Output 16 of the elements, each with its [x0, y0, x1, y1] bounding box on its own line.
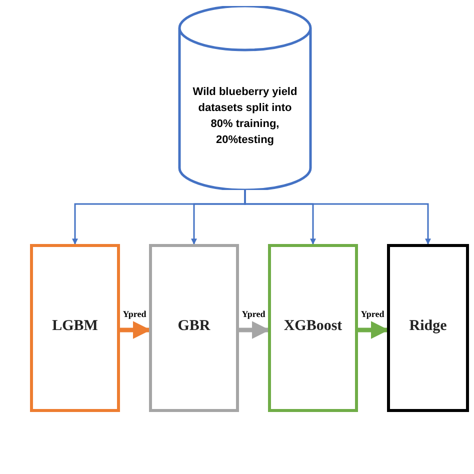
- box-label: GBR: [178, 316, 210, 336]
- edge-label: Ypred: [360, 310, 386, 319]
- edge-label: Ypred: [122, 310, 148, 319]
- process-box: [30, 244, 120, 412]
- box-label: LGBM: [52, 316, 98, 336]
- process-box: [149, 244, 239, 412]
- edge-label: Ypred: [240, 310, 266, 319]
- process-box: [268, 244, 358, 412]
- arrow: [120, 321, 151, 339]
- arrow: [244, 190, 431, 245]
- box-label: XGBoost: [284, 316, 342, 336]
- arrow: [358, 321, 389, 339]
- node-text: Wild blueberry yield datasets split into 80% training, 20%testing: [192, 85, 298, 148]
- process-box: [387, 244, 469, 412]
- box-label: Ridge: [409, 316, 447, 336]
- arrow: [239, 321, 270, 339]
